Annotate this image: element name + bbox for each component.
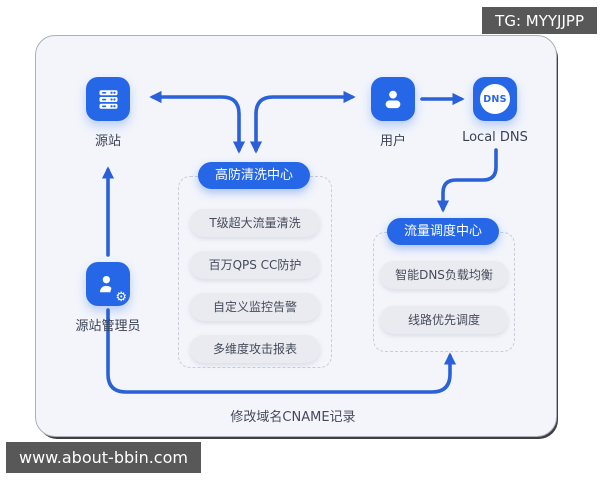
telegram-watermark: TG: MYYJJPP [482,7,597,34]
scheduling-center-cluster: 智能DNS负载均衡 线路优先调度 [373,232,515,352]
user-icon [371,77,415,121]
dns-icon-text: DNS [480,84,510,114]
node-origin-label: 源站 [94,134,121,149]
scheduling-feature: 智能DNS负载均衡 [380,261,508,289]
gear-icon: ⚙ [115,290,127,305]
scrubbing-feature: T级超大流量清洗 [190,209,320,237]
scrubbing-center-title: 高防清洗中心 [197,162,311,189]
node-user: 用户 [371,77,415,149]
scheduling-center-title: 流量调度中心 [386,218,500,245]
node-local-dns-label: Local DNS [462,130,528,145]
scrubbing-feature: 自定义监控告警 [190,293,320,321]
scrubbing-feature: 百万QPS CC防护 [190,251,320,279]
node-local-dns: DNS Local DNS [462,77,528,145]
user-gear-icon: ⚙ [86,262,130,306]
scrubbing-feature: 多维度攻击报表 [190,335,320,363]
dns-badge-icon: DNS [473,77,517,121]
node-admin: ⚙ 源站管理员 [76,262,141,334]
server-icon [86,77,130,121]
scrubbing-center-cluster: T级超大流量清洗 百万QPS CC防护 自定义监控告警 多维度攻击报表 [178,176,332,368]
cname-annotation: 修改域名CNAME记录 [230,410,356,425]
node-origin: 源站 [86,77,130,149]
site-watermark: www.about-bbin.com [6,442,201,473]
node-user-label: 用户 [379,134,406,149]
node-admin-label: 源站管理员 [75,319,141,334]
scheduling-feature: 线路优先调度 [380,306,508,334]
